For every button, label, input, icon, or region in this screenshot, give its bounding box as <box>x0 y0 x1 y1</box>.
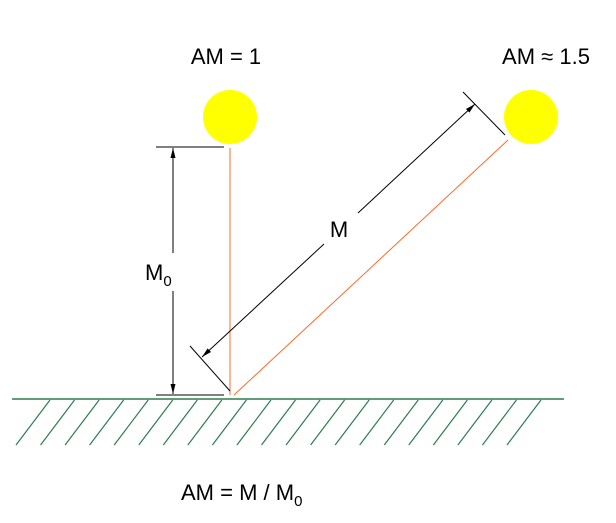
hatch-mark <box>113 399 149 446</box>
dimension-m <box>189 91 506 392</box>
hatch-mark <box>481 399 517 446</box>
hatch-mark <box>285 399 321 446</box>
label-am-angled: AM ≈ 1.5 <box>502 44 590 69</box>
hatch-mark <box>359 399 395 446</box>
hatch-mark <box>383 399 419 446</box>
hatch-mark <box>40 399 76 446</box>
hatch-mark <box>89 399 125 446</box>
hatch-mark <box>236 399 272 446</box>
hatch-mark <box>261 399 296 446</box>
formula: AM = M / M0 <box>181 480 302 510</box>
sun-angled <box>504 90 558 144</box>
hatch-mark <box>408 399 444 446</box>
hatch-mark <box>310 399 346 446</box>
hatch-mark <box>162 399 198 446</box>
sun-zenith <box>203 90 257 144</box>
hatch-mark <box>211 399 247 446</box>
hatch-mark <box>138 399 174 446</box>
hatch-mark <box>334 399 370 446</box>
hatch-mark <box>457 399 493 446</box>
hatch-mark <box>15 399 51 446</box>
label-am-zenith: AM = 1 <box>191 44 261 69</box>
hatch-mark <box>64 399 100 446</box>
hatch-mark <box>432 399 468 446</box>
label-m0: M0 <box>145 260 172 290</box>
hatch-mark <box>187 399 223 446</box>
ground-hatching <box>15 399 542 446</box>
label-m: M <box>330 217 348 242</box>
hatch-mark <box>506 399 542 446</box>
ray-angled <box>233 139 509 396</box>
dimension-m0 <box>156 146 224 396</box>
